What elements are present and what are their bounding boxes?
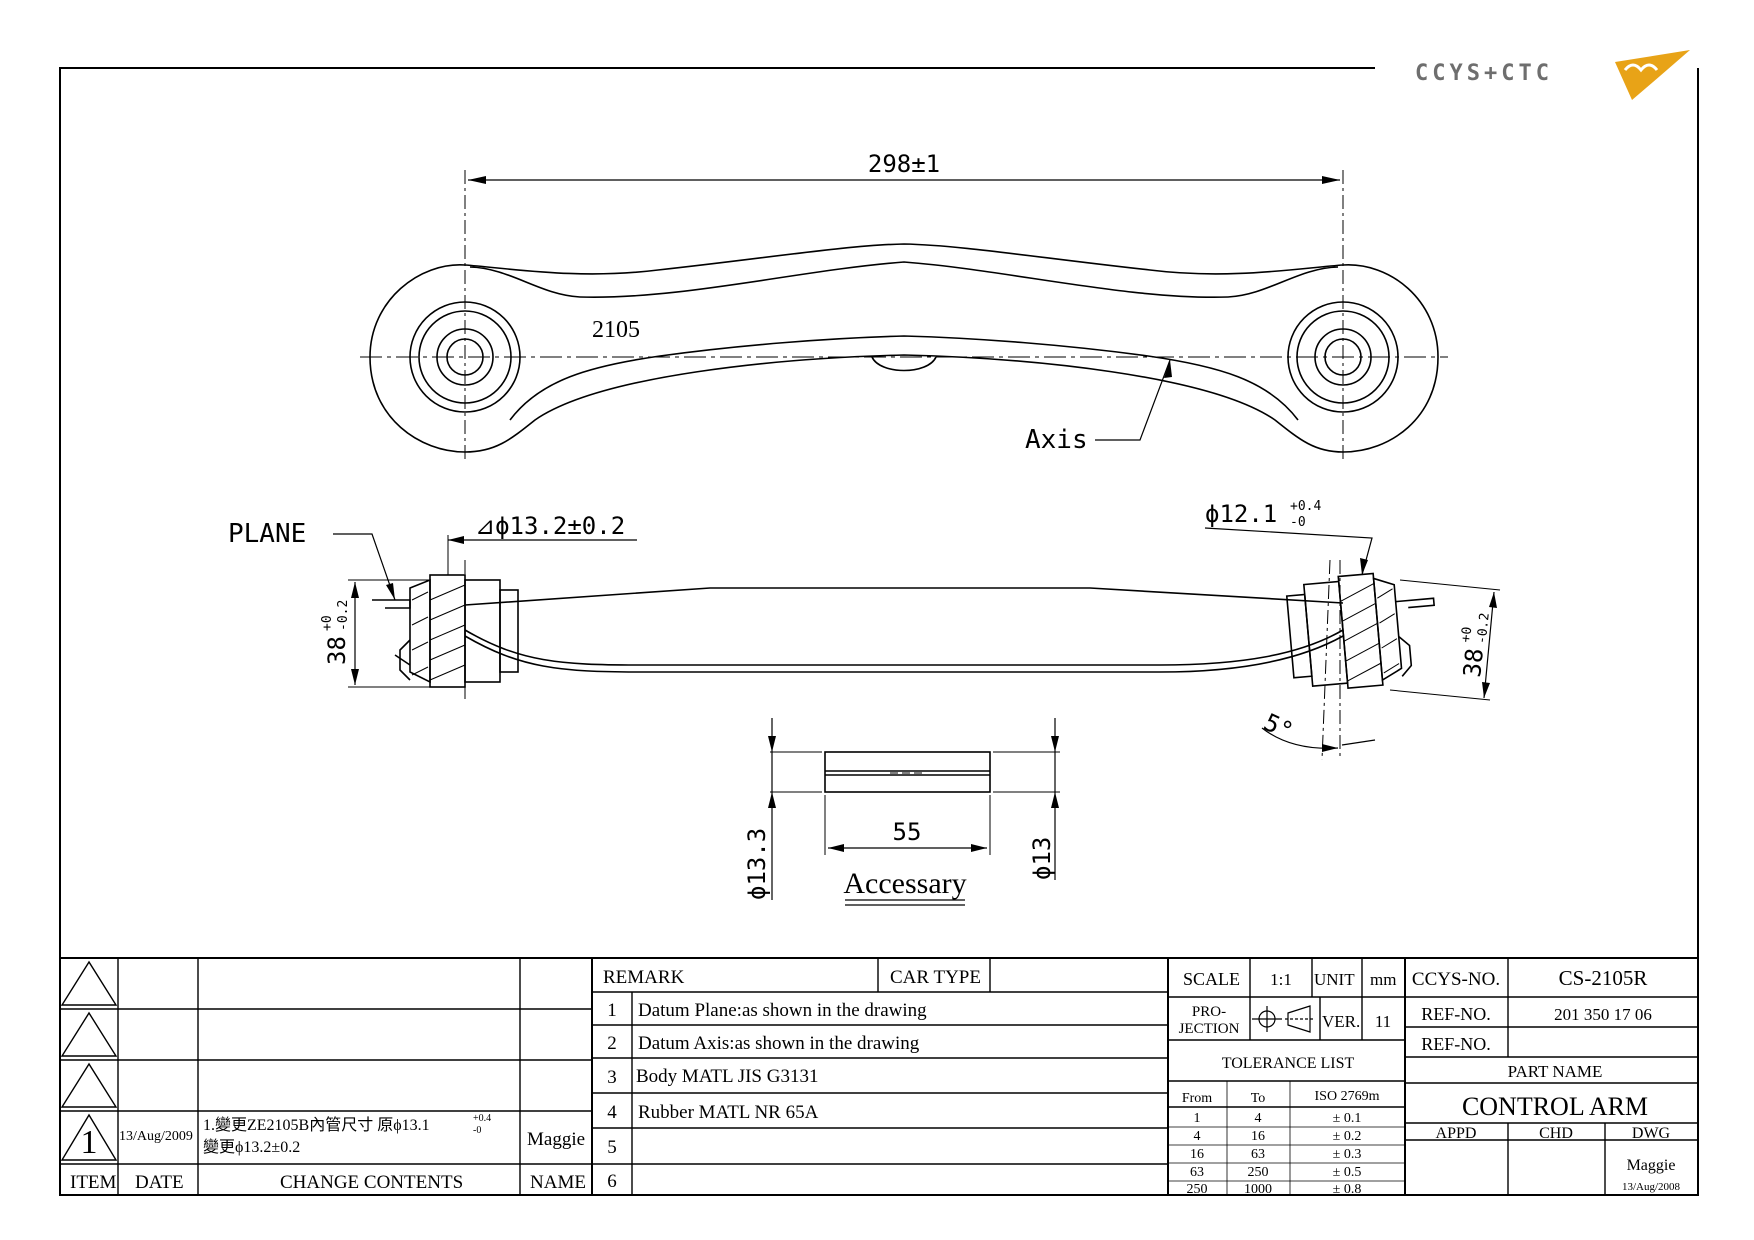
projection-label-1: PRO- [1192, 1004, 1226, 1020]
ver-label: VER. [1322, 1012, 1360, 1031]
dwg-label: DWG [1632, 1125, 1671, 1142]
tol-row-3-to: 63 [1251, 1147, 1265, 1162]
tol-row-5-from: 250 [1187, 1182, 1208, 1197]
top-view [360, 170, 1448, 460]
tol-row-2-to: 16 [1251, 1129, 1265, 1144]
dim-length: 298±1 [868, 150, 940, 178]
dim-bore-left: ⊿ϕ13.2±0.2 [475, 512, 625, 540]
tol-header-to: To [1251, 1091, 1266, 1106]
svg-text:ϕ12.1: ϕ12.1 [1205, 500, 1277, 528]
tolerance-title: TOLERANCE LIST [1222, 1055, 1355, 1072]
svg-text:38: 38 [1458, 647, 1489, 679]
title-block-grid [60, 957, 1698, 1195]
tol-row-5-val: ± 0.8 [1333, 1182, 1362, 1197]
scale-value: 1:1 [1270, 970, 1292, 989]
dim-height-right: 38 +0 -0.2 [1458, 612, 1493, 679]
ccys-no: CS-2105R [1559, 966, 1648, 990]
dim-angle: 5° [1259, 708, 1297, 746]
rev-header-date: DATE [135, 1172, 184, 1193]
tol-row-3-val: ± 0.3 [1333, 1147, 1362, 1162]
logo-text: CCYS+CTC [1415, 61, 1553, 86]
ref-no: 201 350 17 06 [1554, 1005, 1652, 1024]
scale-label: SCALE [1183, 969, 1240, 989]
rev-item: 1 [81, 1124, 98, 1161]
remark-no-1: 1 [607, 1000, 617, 1021]
rev-name: Maggie [527, 1129, 585, 1150]
dim-height-left: 38 +0 -0.2 [320, 600, 351, 665]
part-name-label: PART NAME [1508, 1062, 1603, 1081]
rev-line2: 變更ϕ13.2±0.2 [203, 1138, 300, 1156]
svg-text:+0: +0 [320, 615, 335, 631]
tol-row-1-val: ± 0.1 [1333, 1111, 1362, 1126]
remark-no-5: 5 [607, 1137, 617, 1158]
part-name: CONTROL ARM [1462, 1092, 1648, 1121]
dim-acc-length: 55 [893, 818, 922, 846]
svg-text:-0: -0 [1290, 515, 1306, 530]
tol-row-2-val: ± 0.2 [1333, 1129, 1362, 1144]
svg-text:+0.4: +0.4 [1290, 499, 1321, 514]
rev-date: 13/Aug/2009 [119, 1129, 193, 1144]
company-logo: CCYS+CTC [1415, 50, 1690, 100]
unit-label: UNIT [1314, 970, 1355, 989]
axis-label: Axis [1025, 425, 1088, 455]
ref-no-label: REF-NO. [1421, 1004, 1491, 1024]
projection-symbol-icon [1252, 1005, 1314, 1033]
remark-no-2: 2 [607, 1033, 617, 1054]
dim-acc-dia-right: ϕ13 [1028, 837, 1056, 880]
tol-row-5-to: 1000 [1244, 1182, 1272, 1197]
ccys-no-label: CCYS-NO. [1412, 969, 1500, 990]
remark-text-4: Rubber MATL NR 65A [638, 1102, 819, 1123]
tol-header-from: From [1182, 1091, 1212, 1106]
logo-mark-icon [1615, 50, 1690, 100]
appd-label: APPD [1436, 1125, 1477, 1142]
projection-label-2: JECTION [1179, 1021, 1240, 1037]
svg-text:+0: +0 [1459, 626, 1476, 643]
remark-no-6: 6 [607, 1171, 617, 1192]
ref-no-label-2: REF-NO. [1421, 1034, 1491, 1054]
remark-no-4: 4 [607, 1102, 617, 1123]
remark-label: REMARK [603, 967, 685, 988]
dim-bore-right: ϕ12.1 +0.4 -0 [1205, 499, 1321, 530]
tol-row-3-from: 16 [1190, 1147, 1204, 1162]
remark-text-3: Body MATL JIS G3131 [636, 1066, 818, 1087]
part-mark: 2105 [592, 317, 640, 343]
tol-row-1-from: 1 [1194, 1111, 1201, 1126]
drawing-border [59, 67, 1699, 1196]
svg-text:38: 38 [323, 636, 351, 665]
car-type-label: CAR TYPE [890, 967, 981, 988]
remark-no-3: 3 [607, 1067, 617, 1088]
rev-line1-tol-lower: -0 [473, 1125, 481, 1136]
rev-header-name: NAME [530, 1172, 586, 1193]
rev-line1-tol-upper: +0.4 [473, 1113, 491, 1124]
accessary-view [768, 718, 1060, 906]
dwg-name: Maggie [1627, 1157, 1676, 1174]
tol-row-1-to: 4 [1255, 1111, 1262, 1126]
svg-text:-0.2: -0.2 [1475, 612, 1493, 645]
remark-text-1: Datum Plane:as shown in the drawing [638, 1000, 927, 1021]
remark-text-2: Datum Axis:as shown in the drawing [638, 1033, 920, 1054]
plane-label: PLANE [228, 519, 306, 549]
tol-row-2-from: 4 [1194, 1129, 1201, 1144]
svg-text:-0.2: -0.2 [336, 600, 351, 631]
dwg-date: 13/Aug/2008 [1622, 1181, 1681, 1193]
tol-row-4-to: 250 [1248, 1165, 1269, 1180]
rev-header-contents: CHANGE CONTENTS [280, 1172, 463, 1193]
unit-value: mm [1370, 970, 1396, 989]
side-view [333, 527, 1501, 761]
chd-label: CHD [1539, 1125, 1573, 1142]
tol-row-4-from: 63 [1190, 1165, 1204, 1180]
dim-acc-dia-left: ϕ13.3 [743, 828, 771, 900]
tol-header-iso: ISO 2769m [1315, 1089, 1380, 1104]
accessary-label: Accessary [843, 867, 966, 900]
tol-row-4-val: ± 0.5 [1333, 1165, 1362, 1180]
ver-value: 11 [1375, 1012, 1391, 1031]
rev-line1: 1.變更ZE2105B內管尺寸 原ϕ13.1 [203, 1116, 430, 1134]
rev-header-item: ITEM [70, 1172, 117, 1193]
